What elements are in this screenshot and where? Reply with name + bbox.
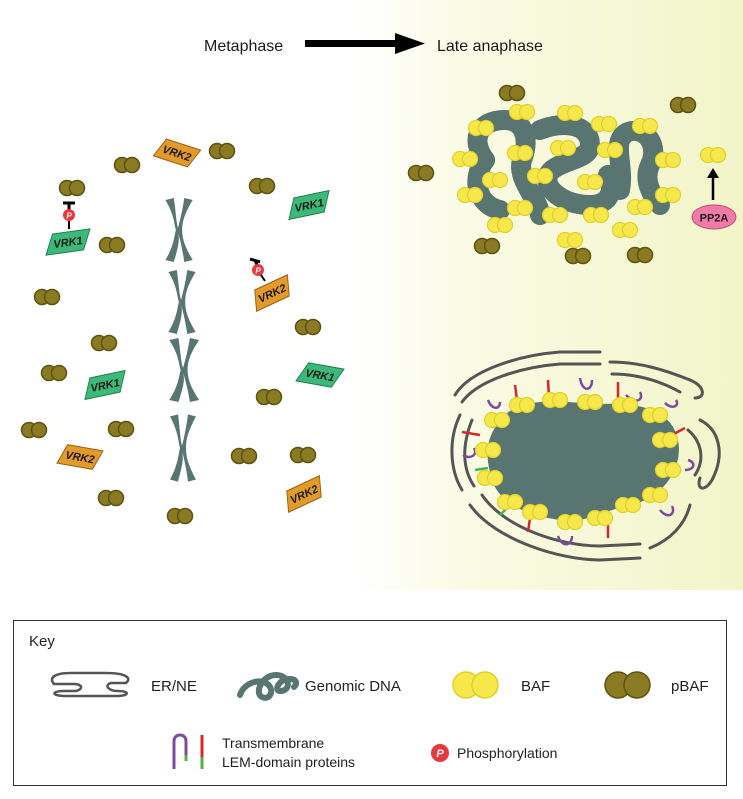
svg-text:VRK1: VRK1 <box>90 377 121 395</box>
diagram-canvas: Metaphase Late anaphase <box>0 0 743 590</box>
vrk2-kinase: VRK2 <box>254 274 290 312</box>
key-pbaf-label: pBAF <box>671 678 709 695</box>
vrk2-kinase: VRK2 <box>286 475 322 513</box>
progression-arrow <box>305 33 425 54</box>
svg-text:VRK1: VRK1 <box>304 368 335 385</box>
lem-protein-icon <box>172 733 204 769</box>
metaphase-label: Metaphase <box>204 38 283 55</box>
vrk2-kinase: VRK2 <box>152 138 202 168</box>
svg-text:VRK1: VRK1 <box>294 197 325 215</box>
phospho-inhibition-left: P <box>63 201 75 229</box>
svg-text:P: P <box>66 212 72 221</box>
svg-text:P: P <box>436 748 444 760</box>
vrk1-kinase: VRK1 <box>84 369 126 401</box>
phospho-inhibition-right: P <box>249 257 266 282</box>
vrk1-kinase: VRK1 <box>295 362 345 388</box>
key-genomic-dna-label: Genomic DNA <box>305 678 401 695</box>
key-phosphorylation-label: Phosphorylation <box>457 745 558 761</box>
baf-icon <box>452 671 499 699</box>
svg-text:P: P <box>255 267 261 276</box>
vrk1-kinase: VRK1 <box>45 228 91 256</box>
enveloped-chromatin <box>487 401 679 522</box>
key-lem-label-line2: LEM-domain proteins <box>222 754 356 770</box>
vrk2-kinase: VRK2 <box>56 444 104 470</box>
key-er-ne-label: ER/NE <box>151 678 197 695</box>
phosphorylation-icon: P <box>431 744 449 762</box>
svg-text:VRK2: VRK2 <box>64 450 95 467</box>
vrk1-kinase: VRK1 <box>288 189 330 221</box>
key-baf-label: BAF <box>521 678 551 695</box>
svg-text:PP2A: PP2A <box>700 213 729 225</box>
genomic-dna-icon <box>237 671 300 701</box>
key-title: Key <box>29 633 55 650</box>
er-ne-membranes <box>450 350 721 562</box>
er-ne-icon <box>50 671 130 698</box>
pp2a-dephosphorylation: PP2A <box>691 146 737 230</box>
late-anaphase-label: Late anaphase <box>437 38 543 55</box>
key-legend: Key ER/NE Genomic DNA BAF pBAF Transmemb… <box>13 620 727 786</box>
pbaf-icon <box>604 671 651 699</box>
pp2a-enzyme <box>691 204 737 230</box>
key-lem-label-line1: Transmembrane <box>222 735 325 751</box>
phosphorylation-icon <box>252 264 264 276</box>
svg-text:VRK1: VRK1 <box>53 235 84 251</box>
phosphorylation-icon <box>63 209 75 221</box>
